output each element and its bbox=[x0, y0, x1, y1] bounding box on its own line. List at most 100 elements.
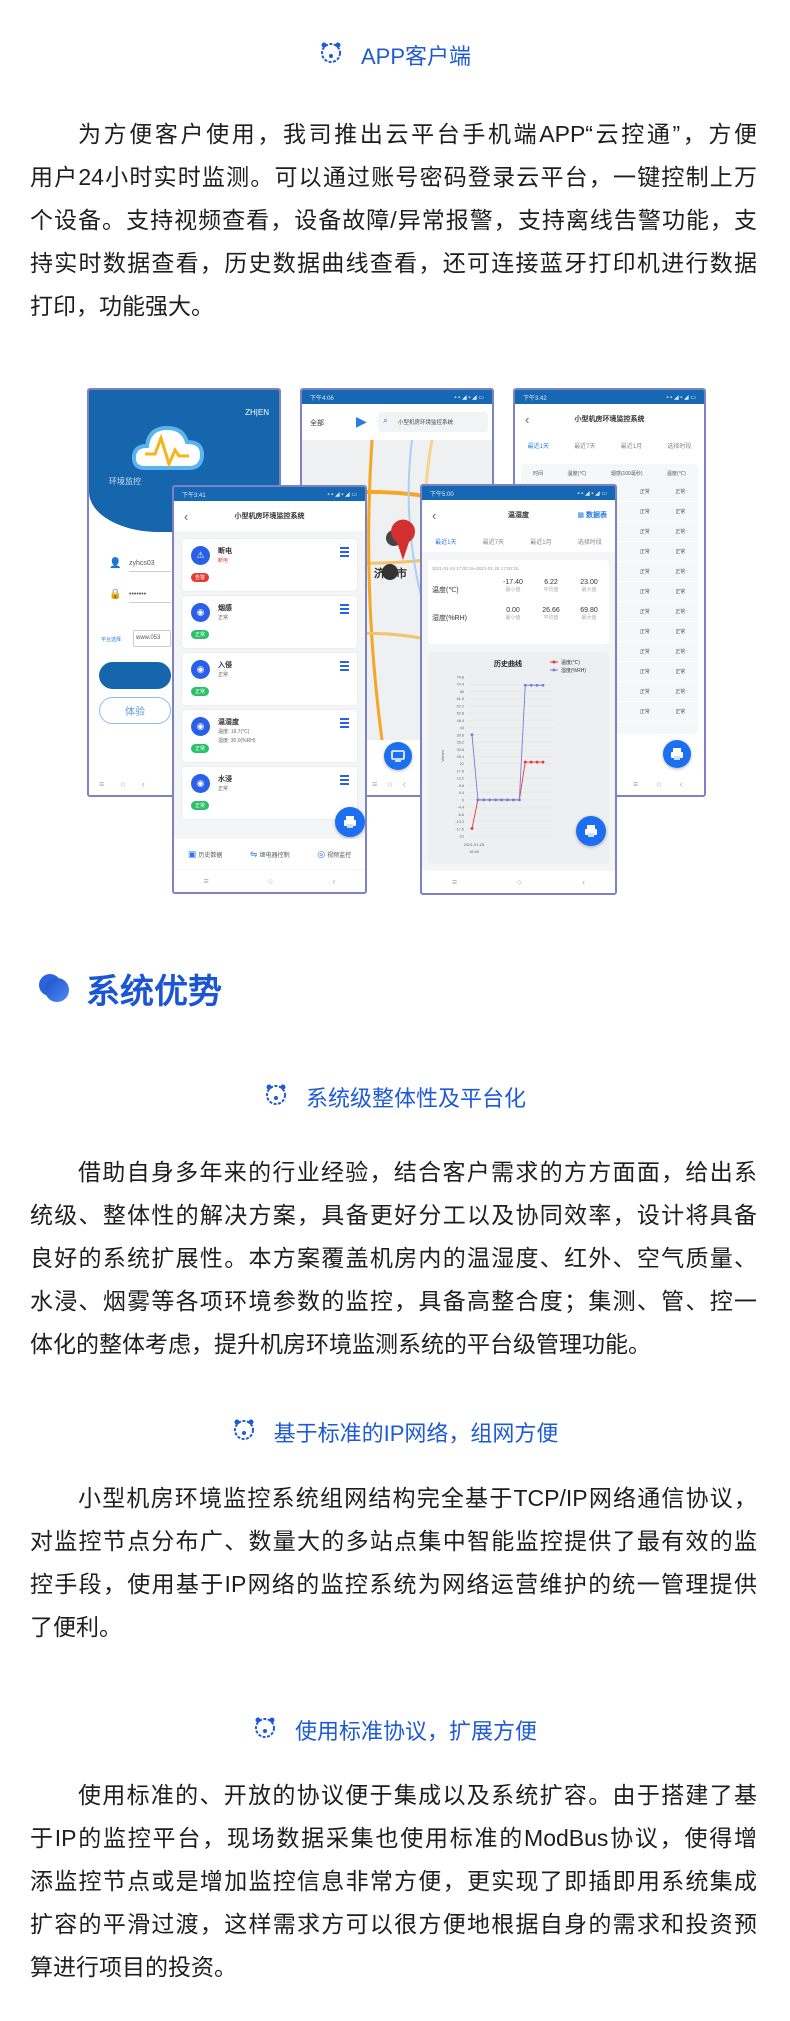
printer-icon bbox=[344, 816, 356, 828]
range-tab[interactable]: 最近7天 bbox=[482, 539, 505, 546]
table-icon: ▦ bbox=[577, 512, 586, 519]
stat-value: -17.40 bbox=[503, 579, 523, 586]
trial-button[interactable]: 体验 bbox=[99, 697, 171, 724]
back-icon[interactable]: ‹ bbox=[525, 411, 530, 427]
text-line: 打印，功能强大。 bbox=[30, 293, 214, 319]
y-tick-label: 52.8 bbox=[457, 712, 464, 716]
y-tick-label: -13.2 bbox=[455, 820, 464, 824]
nav-back-button[interactable]: ‹ bbox=[141, 779, 145, 789]
status-time: 下午3:42 bbox=[523, 395, 547, 402]
status-badge: 正常 bbox=[191, 687, 210, 696]
print-fab-button[interactable] bbox=[335, 807, 365, 837]
status-bar: 下午3:41▪ ▪ ◢ ▪ ◢ ▭ bbox=[174, 487, 365, 501]
section-heading-ip-network: 基于标准的IP网络，组网方便 bbox=[0, 1415, 790, 1449]
y-tick-label: 30.8 bbox=[457, 748, 464, 752]
play-icon[interactable]: ▶ bbox=[356, 413, 367, 429]
nav-home-button[interactable]: ○ bbox=[120, 779, 126, 789]
device-card[interactable]: ◉入侵正常正常 bbox=[182, 653, 357, 705]
device-card[interactable]: ◉水浸正常正常 bbox=[182, 767, 357, 819]
nav-menu-button[interactable]: ≡ bbox=[633, 779, 639, 789]
range-tab[interactable]: 最近1月 bbox=[530, 539, 552, 546]
range-tab[interactable]: 选择时段 bbox=[577, 539, 602, 546]
language-switch[interactable]: ZH|EN bbox=[245, 408, 269, 417]
device-card[interactable]: ⚠断电断电告警 bbox=[182, 539, 357, 591]
nav-home-button[interactable]: ○ bbox=[387, 779, 393, 789]
section-text-platform: 借助自身多年来的行业经验，结合客户需求的方方面面，给出系统级、整体性的解决方案，… bbox=[30, 1151, 757, 1366]
nav-back-button[interactable]: ‹ bbox=[332, 876, 336, 886]
sensor-icon: ◉ bbox=[191, 774, 210, 793]
login-button[interactable] bbox=[99, 662, 171, 689]
status-bar: 下午5:00▪ ▪ ◢ ▪ ◢ ▭ bbox=[422, 486, 615, 500]
bear-logo-icon bbox=[264, 1082, 288, 1112]
status-badge: 正常 bbox=[191, 801, 210, 810]
menu-icon[interactable] bbox=[340, 604, 349, 616]
text-line: 水浸、烟雾等各项环境参数的监控，具备高整合度；集测、管、控一 bbox=[30, 1288, 757, 1314]
table-cell: 正常 bbox=[675, 609, 686, 615]
password-input[interactable]: ••••••• bbox=[129, 591, 171, 603]
device-card[interactable]: ◉烟感正常正常 bbox=[182, 596, 357, 648]
table-cell: 正常 bbox=[675, 549, 686, 555]
nav-home-button[interactable]: ○ bbox=[267, 876, 274, 886]
nav-menu-button[interactable]: ≡ bbox=[451, 877, 458, 887]
history-chart: 历史曲线74.870.46661.657.252.848.44439.635.2… bbox=[440, 659, 586, 854]
table-cell: 正常 bbox=[639, 709, 650, 715]
menu-icon[interactable] bbox=[340, 661, 349, 673]
text-line: 用户24小时实时监测。可以通过账号密码登录云平台，一键控制上万 bbox=[30, 164, 757, 190]
menu-icon[interactable] bbox=[340, 718, 349, 730]
table-cell: 正常 bbox=[639, 609, 650, 615]
back-icon[interactable]: ‹ bbox=[432, 507, 437, 523]
x-tick-label: 16:50 bbox=[469, 849, 480, 854]
map-search-input[interactable]: ⌕小型机房环境监控系统 bbox=[378, 412, 488, 432]
table-cell: 正常 bbox=[675, 509, 686, 515]
nav-back-button[interactable]: ‹ bbox=[679, 779, 683, 789]
table-cell: 正常 bbox=[675, 649, 686, 655]
range-tab[interactable]: 最近7天 bbox=[574, 443, 596, 450]
nav-back-button[interactable]: ‹ bbox=[402, 779, 406, 789]
toolbar-button[interactable]: ⇋继电器控制 bbox=[250, 849, 290, 860]
toolbar-button[interactable]: ◎视频监控 bbox=[317, 849, 351, 860]
range-tab[interactable]: 最近1天 bbox=[435, 539, 457, 546]
stat-caption: 平均值 bbox=[543, 615, 559, 621]
device-card[interactable]: ◉温湿度温度: 19.7(℃)湿度: 30.0(%RH)正常 bbox=[182, 710, 357, 762]
menu-icon[interactable] bbox=[340, 547, 349, 559]
advantages-heading: 系统优势 bbox=[38, 966, 222, 1011]
table-cell: 正常 bbox=[639, 649, 650, 655]
legend-marker bbox=[552, 668, 556, 672]
nav-home-button[interactable]: ○ bbox=[656, 779, 662, 789]
print-fab-button[interactable] bbox=[576, 816, 606, 846]
y-tick-label: 35.2 bbox=[457, 741, 464, 745]
data-table-link[interactable]: ▦ 数据表 bbox=[577, 510, 607, 520]
toolbar-button[interactable]: ▣历史数据 bbox=[188, 849, 223, 860]
nav-menu-button[interactable]: ≡ bbox=[372, 779, 378, 789]
monitor-fab-button[interactable] bbox=[384, 742, 412, 770]
legend-label: 温度(℃) bbox=[561, 659, 580, 666]
nav-menu-button[interactable]: ≡ bbox=[203, 876, 209, 886]
table-header: ‹小型机房环境监控系统 bbox=[515, 404, 704, 434]
stats-card: 2021-01-24 17:00:15~2021-01-25 17:00:15 … bbox=[428, 560, 609, 644]
nav-menu-button[interactable]: ≡ bbox=[99, 779, 105, 789]
data-point bbox=[541, 683, 545, 687]
chart-screen-title: 温湿度 bbox=[508, 512, 529, 519]
platform-select[interactable]: www.053 bbox=[133, 630, 171, 647]
back-icon[interactable]: ‹ bbox=[184, 508, 189, 524]
text-line: 个设备。支持视频查看，设备故障/异常报警，支持离线告警功能，支 bbox=[30, 207, 757, 233]
range-tab[interactable]: 最近1天 bbox=[527, 443, 549, 450]
chart-title: 历史曲线 bbox=[494, 659, 522, 668]
signal-icons: ▪ ▪ ◢ ▪ ◢ ▭ bbox=[327, 491, 357, 498]
range-tab[interactable]: 最近1月 bbox=[620, 443, 643, 450]
username-input[interactable]: zyhcs03 bbox=[129, 560, 171, 572]
menu-icon[interactable] bbox=[340, 775, 349, 787]
search-text: 小型机房环境监控系统 bbox=[398, 420, 454, 426]
relay-icon: ⇋ bbox=[250, 848, 258, 859]
nav-home-button[interactable]: ○ bbox=[516, 877, 523, 887]
series-line bbox=[471, 761, 543, 829]
filter-all[interactable]: 全部 bbox=[310, 420, 324, 427]
nav-back-button[interactable]: ‹ bbox=[582, 877, 586, 887]
print-fab-button[interactable] bbox=[663, 740, 691, 768]
range-tab[interactable]: 选择时段 bbox=[667, 443, 692, 450]
printer-icon bbox=[585, 825, 597, 837]
device-status: 温度: 19.7(℃) bbox=[218, 729, 250, 735]
